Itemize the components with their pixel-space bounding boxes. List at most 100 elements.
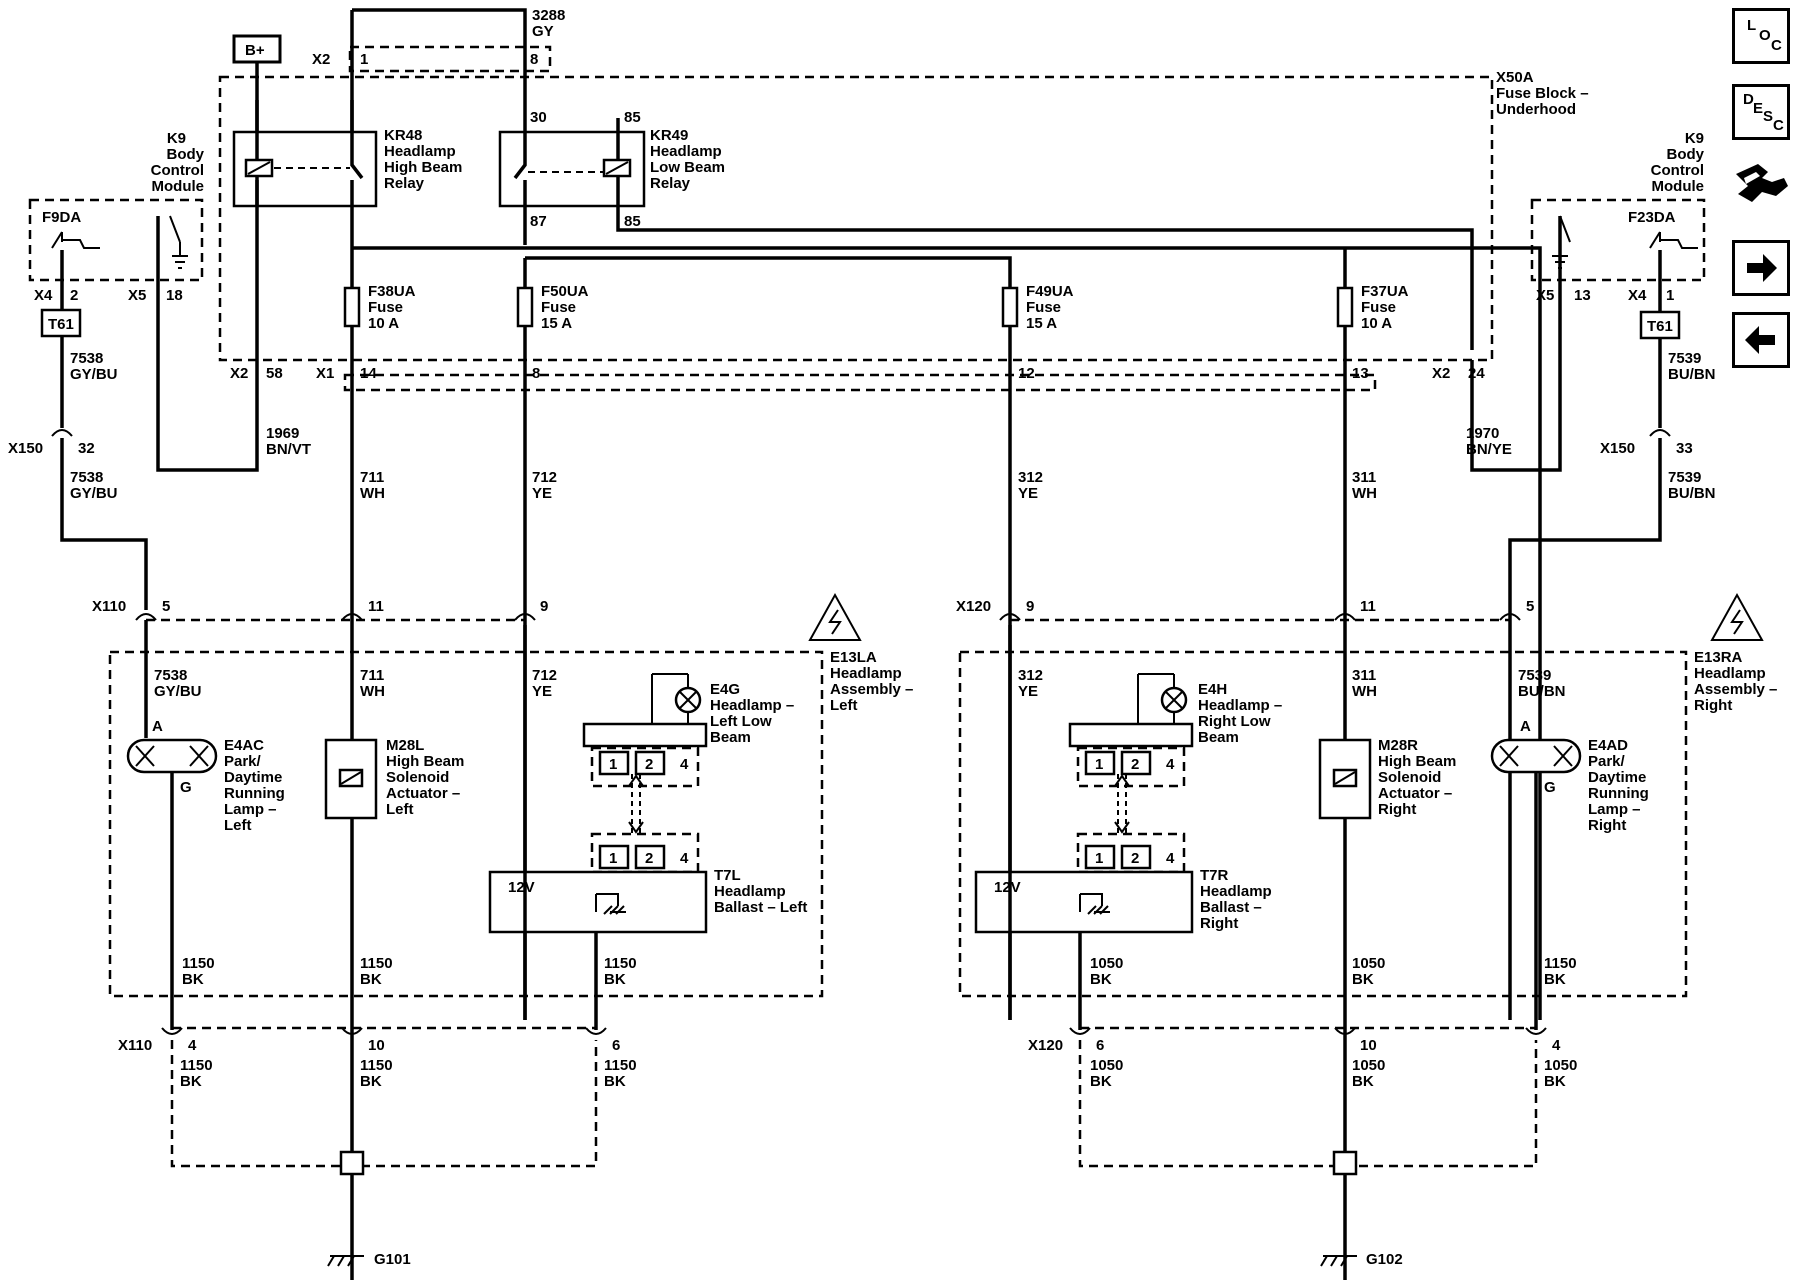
fuse-block-ref: X50A: [1496, 69, 1534, 86]
svg-text:Park/: Park/: [1588, 753, 1626, 770]
svg-text:BK: BK: [1352, 971, 1374, 988]
x150-right: X150 33 7539 BU/BN: [1508, 398, 1716, 1020]
svg-text:BK: BK: [604, 971, 626, 988]
fuse-block-x50a: X50A Fuse Block – Underhood: [218, 45, 1589, 392]
x150-left: X150 32 7538 GY/BU: [8, 398, 148, 610]
svg-text:X5: X5: [1536, 287, 1554, 304]
svg-text:12V: 12V: [994, 879, 1021, 896]
svg-text:1: 1: [1666, 287, 1674, 304]
svg-text:1050: 1050: [1090, 1057, 1123, 1074]
svg-text:Right Low: Right Low: [1198, 713, 1271, 730]
x2-conn-left: X2: [230, 365, 248, 382]
location-button[interactable]: L O C: [1732, 8, 1790, 64]
svg-text:32: 32: [78, 440, 95, 457]
svg-text:Assembly –: Assembly –: [1694, 681, 1777, 698]
svg-text:1969: 1969: [266, 425, 299, 442]
svg-text:7539: 7539: [1668, 350, 1701, 367]
svg-text:Right: Right: [1588, 817, 1626, 834]
svg-text:WH: WH: [1352, 683, 1377, 700]
svg-text:11: 11: [1360, 598, 1376, 615]
svg-text:T61: T61: [1647, 318, 1673, 335]
svg-text:X4: X4: [1628, 287, 1647, 304]
svg-text:E13RA: E13RA: [1694, 649, 1743, 666]
connector-end-view-button[interactable]: [1732, 156, 1790, 212]
svg-text:Headlamp: Headlamp: [650, 143, 722, 160]
svg-text:GY/BU: GY/BU: [70, 485, 118, 502]
svg-text:Left: Left: [830, 697, 858, 714]
svg-text:1050: 1050: [1090, 955, 1123, 972]
svg-text:GY/BU: GY/BU: [70, 366, 118, 383]
svg-text:X120: X120: [956, 598, 991, 615]
svg-text:BK: BK: [360, 971, 382, 988]
svg-text:2: 2: [645, 756, 653, 773]
fuse-block-name: Fuse Block –: [1496, 85, 1589, 102]
ground-g102: G102: [1366, 1251, 1403, 1268]
svg-text:2: 2: [645, 850, 653, 867]
svg-text:711: 711: [360, 667, 384, 684]
description-button[interactable]: D E S C: [1732, 84, 1790, 140]
svg-text:Headlamp: Headlamp: [714, 883, 786, 900]
supply-wire-num: 3288: [532, 7, 565, 24]
svg-text:1150: 1150: [1544, 955, 1577, 972]
next-page-button[interactable]: [1732, 240, 1790, 296]
svg-text:F38UA: F38UA: [368, 283, 416, 300]
svg-text:X150: X150: [8, 440, 43, 457]
svg-text:1970: 1970: [1466, 425, 1499, 442]
svg-text:1050: 1050: [1352, 955, 1385, 972]
svg-text:BK: BK: [1544, 1073, 1566, 1090]
svg-text:311: 311: [1352, 469, 1376, 486]
svg-text:BU/BN: BU/BN: [1668, 485, 1716, 502]
svg-text:X110: X110: [92, 598, 126, 615]
svg-text:Assembly –: Assembly –: [830, 681, 913, 698]
fuses: F38UA Fuse 10 A X1 14 F50UA Fuse 15 A 8 …: [316, 283, 1409, 382]
svg-text:Daytime: Daytime: [1588, 769, 1646, 786]
svg-text:Fuse: Fuse: [541, 299, 576, 316]
svg-text:Left: Left: [224, 817, 252, 834]
x110-top: X110 5 11 9: [92, 598, 548, 622]
svg-text:Solenoid: Solenoid: [386, 769, 449, 786]
svg-text:85: 85: [624, 109, 641, 126]
svg-text:2: 2: [1131, 756, 1139, 773]
svg-text:15 A: 15 A: [541, 315, 572, 332]
svg-text:1: 1: [1095, 850, 1103, 867]
svg-text:Running: Running: [224, 785, 285, 802]
svg-text:YE: YE: [1018, 683, 1038, 700]
previous-page-button[interactable]: [1732, 312, 1790, 368]
svg-text:G: G: [1544, 779, 1556, 796]
svg-text:Left: Left: [386, 801, 414, 818]
svg-text:Fuse: Fuse: [1026, 299, 1061, 316]
svg-text:7538: 7538: [70, 469, 103, 486]
fuse-block-sub: Underhood: [1496, 101, 1576, 118]
svg-text:M28R: M28R: [1378, 737, 1418, 754]
svg-text:5: 5: [1526, 598, 1534, 615]
svg-text:BK: BK: [360, 1073, 382, 1090]
supply-pin-b: 8: [530, 51, 538, 68]
svg-text:E4G: E4G: [710, 681, 740, 698]
svg-text:11: 11: [368, 598, 384, 615]
svg-text:Module: Module: [1652, 178, 1705, 195]
svg-text:1: 1: [609, 756, 617, 773]
svg-text:85: 85: [624, 213, 641, 230]
svg-text:BU/BN: BU/BN: [1668, 366, 1716, 383]
svg-text:G: G: [180, 779, 192, 796]
svg-text:7538: 7538: [154, 667, 187, 684]
svg-text:87: 87: [530, 213, 547, 230]
svg-text:Headlamp –: Headlamp –: [710, 697, 794, 714]
svg-text:Running: Running: [1588, 785, 1649, 802]
svg-text:4: 4: [1166, 756, 1175, 773]
svg-text:YE: YE: [532, 485, 552, 502]
svg-text:Actuator –: Actuator –: [386, 785, 460, 802]
svg-text:Headlamp: Headlamp: [1694, 665, 1766, 682]
battery-supply: B+ 3288 GY X2 1 8 X2 58: [230, 7, 565, 382]
svg-text:10 A: 10 A: [1361, 315, 1392, 332]
svg-text:10: 10: [368, 1037, 385, 1054]
arrow-right-icon: [1747, 254, 1777, 282]
svg-text:Headlamp: Headlamp: [384, 143, 456, 160]
svg-text:YE: YE: [1018, 485, 1038, 502]
svg-text:4: 4: [680, 756, 689, 773]
svg-text:4: 4: [1552, 1037, 1561, 1054]
svg-text:Low Beam: Low Beam: [650, 159, 725, 176]
svg-text:1150: 1150: [360, 955, 393, 972]
svg-text:24: 24: [1468, 365, 1485, 382]
